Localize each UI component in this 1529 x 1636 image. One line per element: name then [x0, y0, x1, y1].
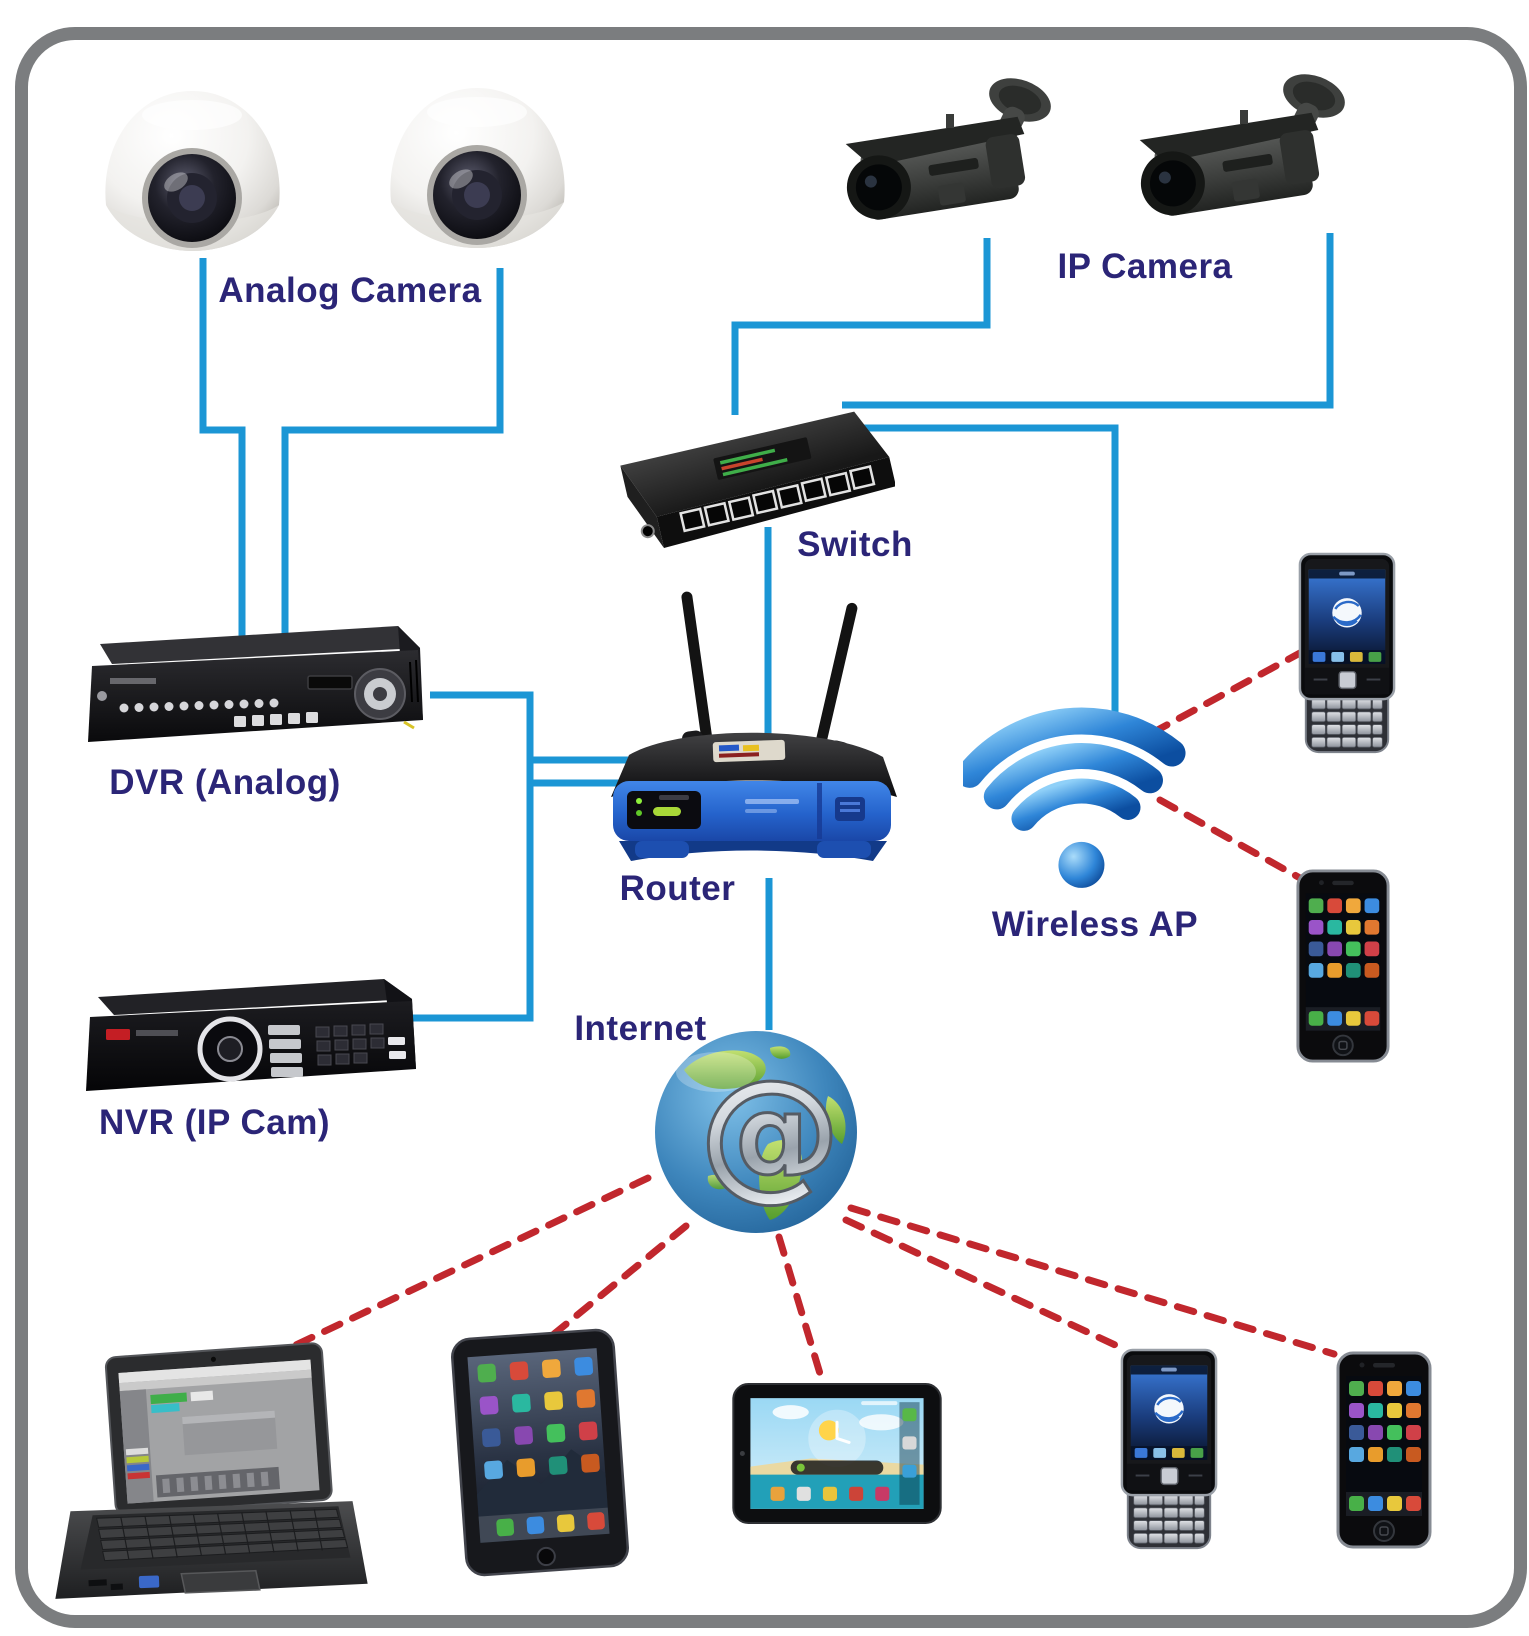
wire-switch-to-wireless-ap: [855, 424, 1119, 714]
blackberry-1: [1296, 552, 1398, 758]
analog-camera-1: [100, 85, 285, 257]
label-analog-camera: Analog Camera: [218, 271, 482, 310]
radio-internet-to-blackberry-2: [842, 1216, 1130, 1354]
radio-internet-to-tablet: [775, 1233, 825, 1381]
radio-wireless-ap-to-blackberry-1: [1148, 649, 1304, 737]
radio-internet-to-iphone-2: [847, 1204, 1338, 1358]
ipad: [450, 1326, 630, 1579]
wire-analog-camera-1-to-dvr: [199, 258, 246, 652]
analog-camera-2: [385, 82, 570, 254]
ip-camera-1: [838, 72, 1063, 242]
label-dvr: DVR (Analog): [109, 763, 341, 802]
radio-wireless-ap-to-iphone-1: [1156, 796, 1304, 882]
router-device: [595, 585, 910, 885]
wireless-connections: [256, 649, 1338, 1381]
radio-internet-to-ipad: [550, 1222, 690, 1338]
wireless-ap-device: [963, 693, 1193, 903]
radio-internet-to-laptop: [256, 1174, 652, 1366]
label-internet: Internet: [574, 1009, 707, 1048]
wire-ip-camera-1-to-switch: [731, 238, 991, 415]
dvr-device: [82, 618, 427, 758]
label-wireless-ap: Wireless AP: [991, 905, 1199, 944]
label-ip-camera: IP Camera: [1057, 247, 1233, 286]
label-switch: Switch: [797, 525, 913, 564]
label-nvr: NVR (IP Cam): [99, 1103, 330, 1142]
iphone-2: [1332, 1350, 1436, 1550]
tablet: [730, 1378, 944, 1529]
wire-analog-camera-2-to-dvr: [281, 268, 504, 652]
nvr-device: [82, 975, 422, 1105]
laptop: [52, 1342, 370, 1614]
wire-ip-camera-2-to-switch: [842, 233, 1334, 409]
label-router: Router: [619, 869, 736, 908]
ip-camera-2: [1132, 68, 1357, 238]
internet-globe: [650, 1026, 862, 1238]
wired-connections: [199, 233, 1334, 1030]
iphone-1: [1292, 868, 1394, 1064]
blackberry-2: [1118, 1348, 1220, 1554]
rounded-frame-border: [15, 27, 1527, 1628]
wire-dvr-junction-nvr: [412, 691, 534, 1022]
